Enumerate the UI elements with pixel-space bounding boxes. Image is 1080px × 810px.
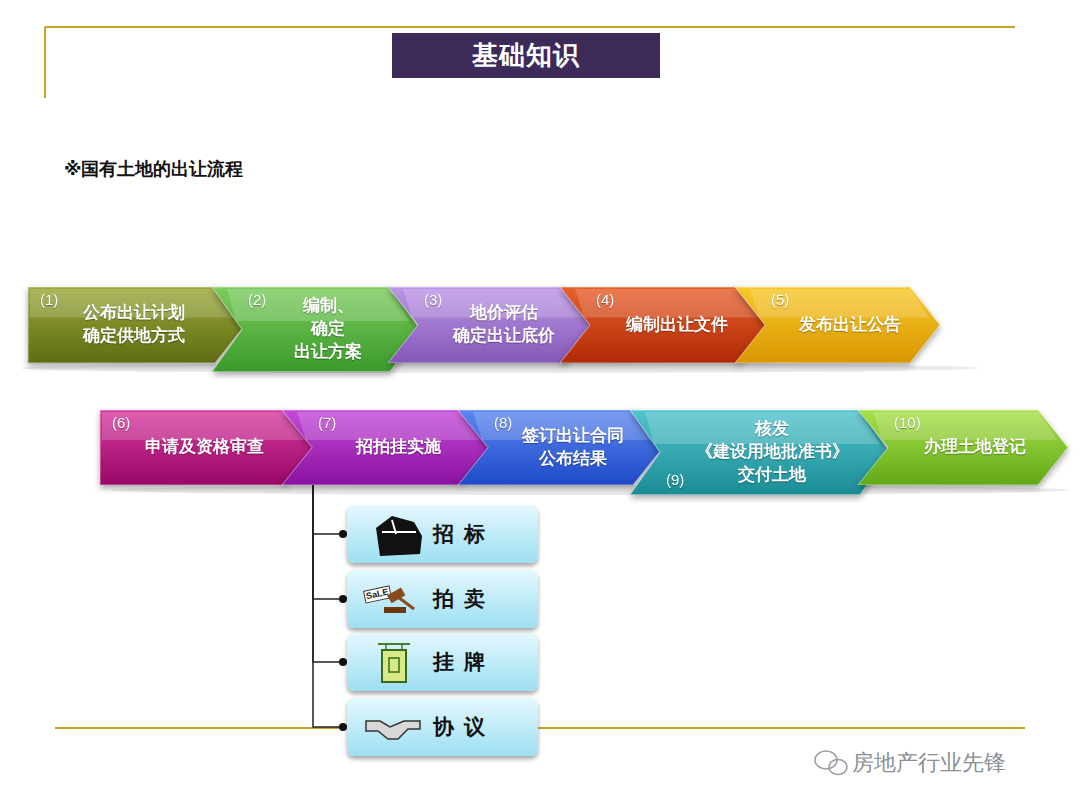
step-number: (2) [248, 292, 266, 307]
chevron-fill [28, 287, 245, 363]
gold-rule [44, 27, 46, 98]
step-number: (8) [494, 415, 512, 430]
process-chevron: (8) 签订出让合同 公布结果 [458, 410, 663, 485]
method-text: 挂 牌 [433, 648, 487, 676]
chevron-shape [458, 410, 663, 485]
process-chevron: (7) 招拍挂实施 [282, 410, 490, 485]
title-banner [392, 33, 660, 78]
tender-icon [376, 516, 422, 556]
handshake-icon [366, 721, 420, 739]
chevron-gloss [873, 412, 1058, 440]
step-number: (3) [424, 292, 442, 307]
gold-rule [55, 727, 1025, 729]
chevron-fill [735, 287, 940, 363]
connector-dot [339, 530, 347, 538]
section-heading: ※国有土地的出让流程 [64, 157, 244, 181]
watermark: 房地产行业先锋 [852, 748, 1006, 778]
step-number: (7) [318, 415, 336, 430]
chevron-shape [388, 287, 595, 363]
chevron-fill [212, 287, 420, 372]
connector-dot [339, 658, 347, 666]
process-chevron: (6) 申请及资格审查 [100, 410, 315, 485]
chevron-gloss [575, 289, 760, 317]
method-box: 挂 牌 [347, 633, 538, 691]
row-shadow [110, 485, 1070, 495]
gavel-icon [387, 588, 405, 604]
step-text: 签订出让合同 公布结果 [522, 425, 624, 471]
process-chevron: (1) 公布出让计划 确定供地方式 [28, 287, 245, 363]
step-text: 发布出让公告 [799, 314, 901, 337]
sign-icon [378, 643, 410, 645]
method-box: 协 议 [347, 698, 538, 756]
method-box: 招 标 [347, 505, 538, 563]
connector-line [313, 485, 347, 534]
step-text: 公布出让计划 确定供地方式 [83, 302, 185, 348]
gold-rule [45, 26, 1015, 28]
process-chevron: (4) 编制出让文件 [560, 287, 770, 363]
chevron-fill [858, 410, 1068, 485]
method-text: 招 标 [433, 520, 487, 548]
tree-connector [313, 485, 347, 538]
chevron-fill [630, 410, 890, 495]
process-chevron: (2) 编制、确定 出让方案 [212, 287, 420, 372]
step-text: 编制、确定 出让方案 [294, 295, 362, 364]
connector-line [313, 485, 347, 662]
step-text: 核发《建设用地批准书》 交付土地 [696, 418, 849, 487]
tree-connector [313, 485, 347, 666]
chevron-fill [282, 410, 490, 485]
method-text: 协 议 [433, 713, 487, 741]
step-number: (10) [894, 415, 921, 430]
page-title: 基础知识 [392, 33, 660, 78]
chevron-gloss [297, 412, 480, 440]
step-text: 招拍挂实施 [356, 436, 441, 459]
step-number: (4) [596, 292, 614, 307]
connector-line [313, 485, 347, 599]
step-text: 申请及资格审查 [145, 436, 264, 459]
chevron-fill [388, 287, 595, 363]
chevron-fill [560, 287, 770, 363]
connector-dot [339, 723, 347, 731]
step-number: (6) [112, 415, 130, 430]
step-text: 编制出让文件 [626, 314, 728, 337]
tree-connector [313, 485, 347, 603]
step-text: 办理土地登记 [924, 436, 1026, 459]
process-chevron: (10)办理土地登记 [858, 410, 1068, 485]
connector-dot [339, 595, 347, 603]
method-text: 拍 卖 [433, 585, 487, 613]
row-shadow [20, 363, 980, 373]
process-chevron: (5) 发布出让公告 [735, 287, 940, 363]
tree-connector [313, 485, 347, 731]
process-chevron: (3) 地价评估 确定出让底价 [388, 287, 595, 363]
step-number: (5) [771, 292, 789, 307]
step-number: (9) [666, 472, 684, 487]
chevron-gloss [750, 289, 930, 317]
process-chevron: 核发《建设用地批准书》 交付土地 (9) [630, 410, 890, 495]
step-number: (1) [40, 292, 58, 307]
connector-line [313, 485, 347, 727]
chevron-fill [100, 410, 315, 485]
chevron-shape [28, 287, 245, 363]
chevron-gloss [102, 412, 305, 440]
step-text: 地价评估 确定出让底价 [453, 302, 555, 348]
wechat-icon [815, 751, 847, 775]
chevron-fill [458, 410, 663, 485]
